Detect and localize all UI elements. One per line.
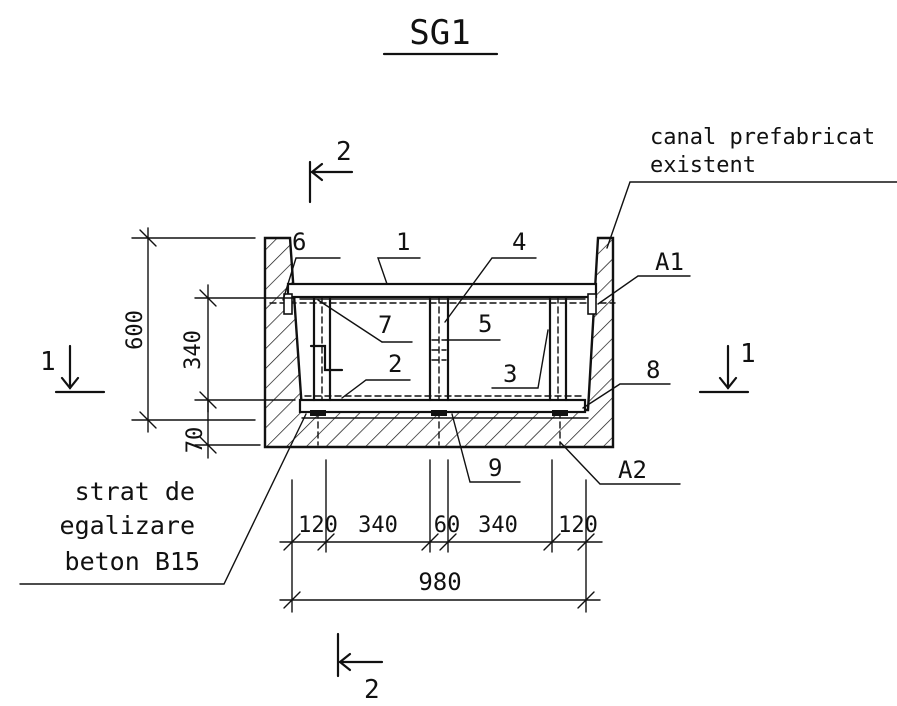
callout-8: 8 — [646, 356, 660, 384]
foundation-anchors — [310, 410, 568, 446]
dim-60: 60 — [434, 513, 461, 538]
callout-3: 3 — [503, 360, 517, 388]
dim-980: 980 — [418, 568, 461, 596]
strat-leader — [19, 413, 307, 585]
right-post — [548, 295, 568, 402]
dim-120-left: 120 — [298, 513, 338, 538]
callout-6: 6 — [292, 228, 306, 256]
svg-text:600: 600 — [123, 310, 148, 350]
callout-2-leader — [341, 379, 411, 399]
canal-leader — [606, 181, 897, 249]
callout-8-leader — [582, 383, 671, 409]
callout-1-leader — [377, 257, 421, 285]
svg-text:1: 1 — [740, 339, 756, 369]
callout-4: 4 — [512, 228, 526, 256]
center-post — [428, 295, 450, 402]
dim-120-right: 120 — [558, 513, 598, 538]
canal-label-line1: canal prefabricat — [650, 125, 875, 150]
drawing-title: SG1 — [409, 13, 470, 53]
callout-2: 2 — [388, 350, 402, 378]
section-marker-bottom: 2 — [336, 632, 384, 705]
dim-340-left: 340 — [358, 513, 398, 538]
svg-text:2: 2 — [336, 137, 352, 167]
canal-label-line2: existent — [650, 153, 756, 178]
dimension-total — [279, 591, 601, 609]
callout-a1: A1 — [655, 248, 684, 276]
callout-a2-leader — [559, 441, 681, 485]
left-post — [312, 295, 332, 402]
svg-text:2: 2 — [364, 675, 380, 705]
callout-4-leader — [444, 257, 537, 323]
strat-label-line1: strat de — [75, 477, 195, 506]
right-anchor-plate — [587, 293, 597, 315]
callout-a2: A2 — [618, 456, 647, 484]
svg-text:1: 1 — [40, 347, 56, 377]
callout-a1-leader — [597, 275, 691, 305]
callout-7: 7 — [378, 311, 392, 339]
callout-6-leader — [282, 257, 341, 301]
dimension-chain — [279, 459, 603, 613]
section-marker-left: 1 — [40, 344, 106, 394]
section-marker-top: 2 — [308, 137, 354, 204]
top-plate — [286, 282, 598, 299]
callout-5: 5 — [478, 310, 492, 338]
dim-340-right: 340 — [478, 513, 518, 538]
svg-text:70: 70 — [183, 427, 208, 454]
dimension-340-vertical: 340 — [181, 284, 296, 413]
callout-9-leader — [451, 413, 521, 483]
callout-9: 9 — [488, 454, 502, 482]
strat-label-line3: beton B15 — [65, 547, 200, 576]
svg-text:340: 340 — [181, 330, 206, 370]
section-marker-right: 1 — [698, 339, 756, 394]
dimension-70: 70 — [183, 399, 261, 459]
diagonal-brace — [317, 299, 383, 343]
left-anchor-plate — [283, 293, 293, 315]
strat-label-line2: egalizare — [60, 511, 195, 540]
callout-1: 1 — [396, 228, 410, 256]
dimension-600: 600 — [123, 227, 256, 433]
callout-3-leader — [491, 329, 549, 389]
z-bracket — [309, 344, 344, 372]
